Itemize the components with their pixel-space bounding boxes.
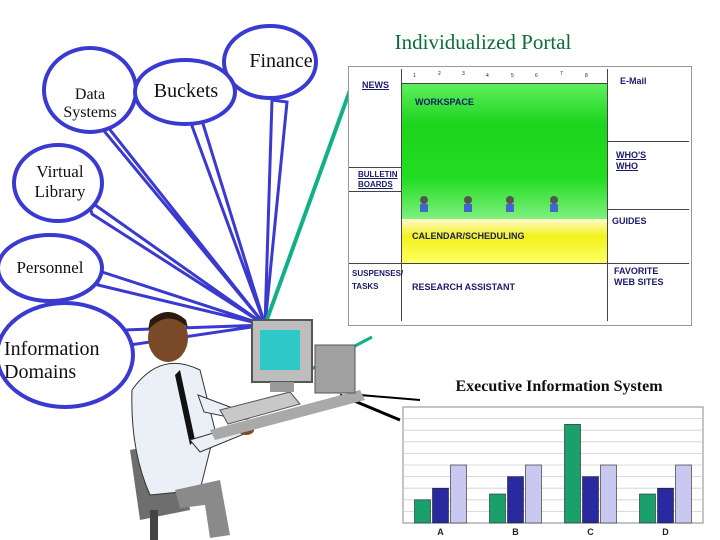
person-icon — [506, 196, 514, 212]
bar-c-series-1 — [564, 424, 581, 524]
person-icon — [464, 196, 472, 212]
workspace-label[interactable]: WORKSPACE — [415, 97, 474, 107]
tick-label-b: B — [512, 527, 519, 537]
portal-window — [348, 66, 692, 326]
calendar-label[interactable]: CALENDAR/SCHEDULING — [412, 231, 525, 241]
tick-label-d: D — [662, 527, 669, 537]
tab-1[interactable]: 1 — [413, 73, 416, 79]
tick-label-a: A — [437, 527, 444, 537]
bar-d-series-1 — [639, 493, 656, 524]
person-icon — [420, 196, 428, 212]
right-column — [607, 69, 690, 321]
shirt — [131, 362, 216, 496]
eis-title: Executive Information System — [455, 378, 663, 395]
chart-tick-labels: A B C D — [437, 527, 669, 537]
tie-icon — [175, 370, 195, 445]
buckets-label: Buckets — [153, 80, 219, 102]
finance-tail — [263, 98, 289, 326]
calendar-panel — [401, 219, 607, 263]
person-icon — [550, 196, 558, 212]
virtual-library-bubble — [12, 143, 104, 223]
bar-a-series-1 — [414, 499, 431, 524]
personnel-bubble — [0, 233, 104, 303]
tab-8[interactable]: 8 — [585, 73, 588, 79]
tab-4[interactable]: 4 — [486, 73, 489, 79]
guides-label[interactable]: GUIDES — [612, 216, 647, 226]
suspenses-label[interactable]: SUSPENSES/TASKS — [352, 269, 404, 291]
computer-tower-icon — [314, 344, 356, 394]
eis-chart: A B C D — [402, 406, 704, 537]
personnel-label: Personnel — [16, 258, 84, 277]
tab-2[interactable]: 2 — [438, 71, 441, 77]
eis-link-line-2 — [359, 394, 421, 401]
news-label[interactable]: NEWS — [362, 80, 389, 90]
buckets-bubble — [133, 58, 237, 126]
tab-strip — [401, 69, 607, 84]
bar-c-series-3 — [600, 464, 617, 524]
bar-c-series-2 — [582, 476, 599, 524]
user-icons — [420, 196, 558, 212]
finance-bubble — [222, 24, 318, 100]
portal-title: Individualized Portal — [394, 30, 572, 54]
tick-label-c: C — [587, 527, 594, 537]
tab-5[interactable]: 5 — [511, 73, 514, 79]
tab-3[interactable]: 3 — [462, 71, 465, 77]
tab-6[interactable]: 6 — [535, 73, 538, 79]
person-at-computer-illustration — [130, 312, 365, 540]
chart-bars — [414, 424, 692, 524]
bar-b-series-2 — [507, 476, 524, 524]
desk — [210, 390, 365, 440]
legs — [175, 480, 230, 538]
bar-b-series-1 — [489, 493, 506, 524]
tab-7[interactable]: 7 — [560, 71, 563, 77]
email-label[interactable]: E-Mail — [620, 76, 647, 86]
bar-b-series-3 — [525, 464, 542, 524]
workspace-panel — [401, 83, 607, 219]
portal-link-line — [263, 67, 360, 326]
research-assistant-label[interactable]: RESEARCH ASSISTANT — [412, 282, 516, 292]
monitor-screen — [260, 330, 300, 370]
bar-a-series-3 — [450, 464, 467, 524]
keyboard-icon — [219, 391, 301, 425]
bar-d-series-3 — [675, 464, 692, 524]
bar-a-series-2 — [432, 487, 449, 524]
head — [148, 314, 188, 362]
info-domains-bubble — [0, 301, 135, 409]
bar-d-series-2 — [657, 487, 674, 524]
finance-label: Finance — [249, 50, 313, 72]
